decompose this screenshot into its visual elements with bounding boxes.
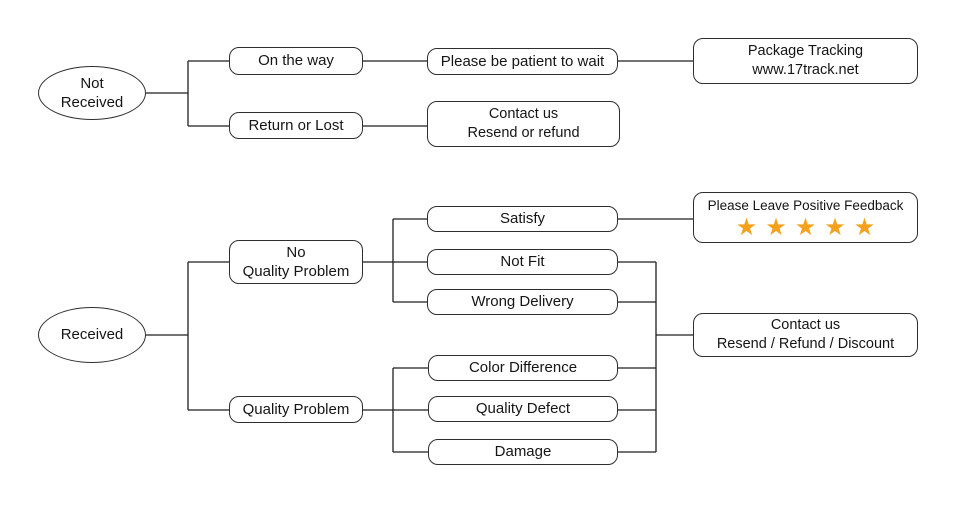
node-contact-us-resend-or-refund: Contact us Resend or refund: [427, 101, 620, 147]
node-label: Please Leave Positive Feedback: [707, 198, 904, 213]
node-color-difference: Color Difference: [428, 355, 618, 381]
node-return-or-lost: Return or Lost: [229, 112, 363, 139]
node-not-received: Not Received: [38, 66, 146, 120]
tracking-url: www.17track.net: [752, 62, 859, 78]
node-label: Quality Problem: [242, 400, 350, 418]
node-damage: Damage: [428, 439, 618, 465]
node-label: Package Tracking: [747, 43, 864, 60]
node-label: Quality Defect: [475, 400, 571, 418]
node-label: Resend or refund: [467, 125, 580, 141]
node-label: Received: [60, 94, 124, 111]
node-label: Satisfy: [499, 210, 545, 228]
node-received: Received: [38, 307, 146, 363]
node-label: Not Fit: [500, 253, 545, 271]
node-label: Not: [80, 74, 104, 92]
node-label: Received: [60, 326, 124, 344]
node-package-tracking: Package Tracking www.17track.net: [693, 38, 918, 84]
node-contact-us-resend-refund-discount: Contact us Resend / Refund / Discount: [693, 313, 918, 357]
node-label: Damage: [494, 443, 552, 461]
node-label: Quality Problem: [242, 263, 350, 280]
node-label: Wrong Delivery: [471, 293, 574, 311]
node-label: No: [286, 243, 306, 261]
node-label: Contact us: [770, 317, 841, 334]
node-no-quality-problem: No Quality Problem: [229, 240, 363, 284]
node-label: Please be patient to wait: [440, 52, 605, 70]
node-label: Resend / Refund / Discount: [716, 336, 895, 352]
node-please-be-patient: Please be patient to wait: [427, 48, 618, 75]
node-on-the-way: On the way: [229, 47, 363, 75]
node-label: Return or Lost: [248, 116, 344, 134]
node-wrong-delivery: Wrong Delivery: [427, 289, 618, 315]
node-positive-feedback: Please Leave Positive Feedback ★★★★★: [693, 192, 918, 243]
node-label: Contact us: [488, 106, 559, 123]
node-not-fit: Not Fit: [427, 249, 618, 275]
node-quality-defect: Quality Defect: [428, 396, 618, 422]
five-star-rating-icons: ★★★★★: [735, 213, 884, 241]
node-quality-problem: Quality Problem: [229, 396, 363, 423]
node-satisfy: Satisfy: [427, 206, 618, 232]
node-label: On the way: [258, 52, 334, 70]
node-label: Color Difference: [468, 359, 578, 377]
